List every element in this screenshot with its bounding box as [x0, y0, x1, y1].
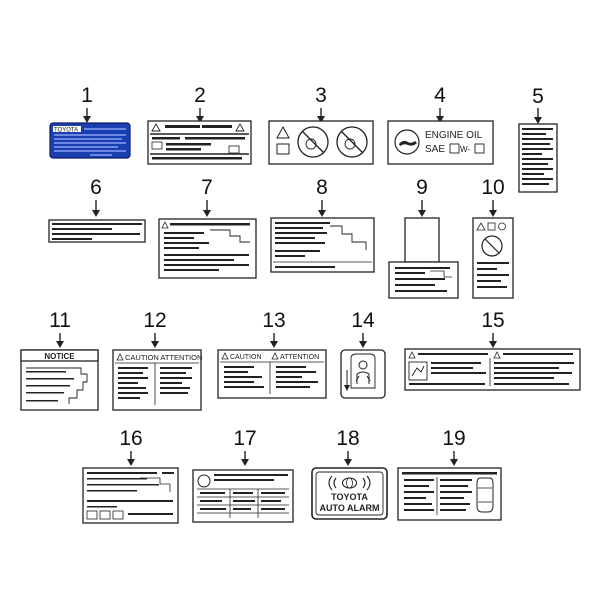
callout-1: 1 [81, 84, 93, 107]
part-1-label[interactable]: 1 TOYOTA [49, 84, 131, 159]
callout-5: 5 [532, 85, 544, 108]
callout-9: 9 [416, 176, 428, 199]
sae-grade-text: W- [460, 145, 470, 154]
attention-text: ATTENTION [280, 354, 319, 361]
part-11-label[interactable]: 11 NOTICE [20, 309, 99, 411]
part-19-label[interactable]: 19 [397, 427, 502, 521]
part-16-label[interactable]: 16 [82, 427, 179, 524]
part-4-label[interactable]: 4 ENGINE OIL SAE W- [387, 84, 494, 165]
callout-3: 3 [315, 84, 327, 107]
callout-4: 4 [434, 84, 446, 107]
notice-text: NOTICE [44, 352, 75, 361]
part-3-label[interactable]: 3 [268, 84, 374, 165]
callout-8: 8 [316, 176, 328, 199]
callout-10: 10 [481, 176, 504, 199]
sae-text: SAE [425, 144, 445, 155]
part-12-label[interactable]: 12 CAUTION ATTENTION [112, 309, 202, 411]
caution-text: CAUTION [230, 354, 262, 361]
part-10-label[interactable]: 10 [472, 176, 514, 299]
part-8-label[interactable]: 8 [270, 176, 375, 273]
part-17-label[interactable]: 17 [192, 427, 294, 523]
callout-14: 14 [351, 309, 375, 332]
auto-alarm-text: AUTO ALARM [320, 503, 380, 513]
callout-18: 18 [336, 427, 359, 450]
part-18-label[interactable]: 18 TOYOTA AUTO ALARM [311, 427, 388, 520]
part-2-label[interactable]: 2 [147, 84, 252, 165]
part-14-label[interactable]: 14 [340, 309, 386, 399]
engine-oil-text: ENGINE OIL [425, 130, 483, 141]
caution-attention-text: CAUTION ATTENTION [125, 353, 202, 362]
callout-7: 7 [201, 176, 213, 199]
callout-16: 16 [119, 427, 142, 450]
callout-11: 11 [49, 309, 71, 332]
callout-17: 17 [233, 427, 256, 450]
part-6-label[interactable]: 6 [48, 176, 146, 243]
alarm-toyota-text: TOYOTA [331, 492, 368, 502]
part-15-label[interactable]: 15 [404, 309, 581, 391]
callout-13: 13 [262, 309, 285, 332]
callout-19: 19 [442, 427, 465, 450]
callout-6: 6 [90, 176, 102, 199]
callout-15: 15 [481, 309, 504, 332]
callout-12: 12 [143, 309, 166, 332]
part-9-label[interactable]: 9 [388, 176, 459, 299]
callout-2: 2 [194, 84, 206, 107]
part-7-label[interactable]: 7 [158, 176, 257, 279]
part-13-label[interactable]: 13 CAUTION ATTENTION [217, 309, 327, 399]
part-5-label[interactable]: 5 [518, 85, 558, 193]
toyota-badge-text: TOYOTA [54, 128, 78, 134]
